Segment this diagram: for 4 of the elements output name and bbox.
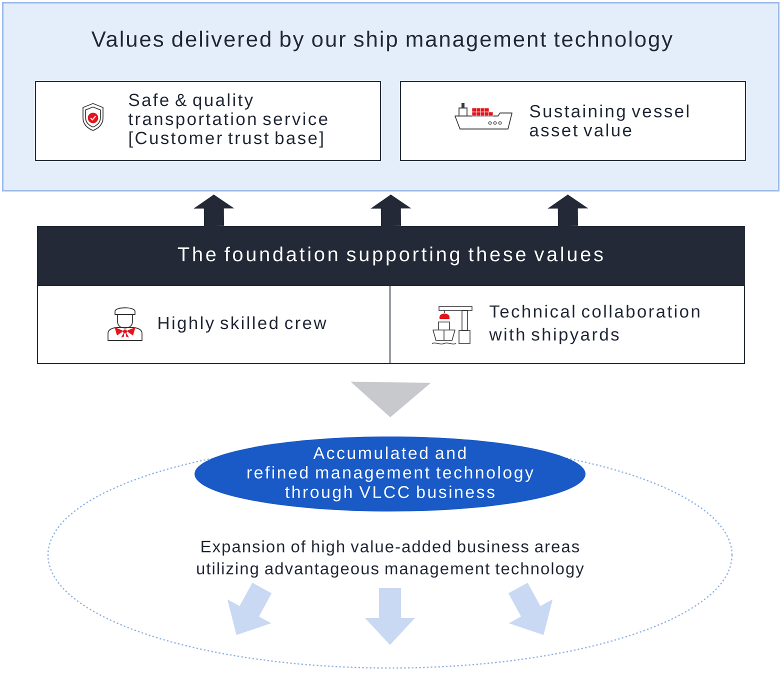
feature-label: Technical collaboration with shipyards xyxy=(489,304,700,344)
feature-label: Highly skilled crew xyxy=(158,316,326,333)
value-box: Sustaining vessel asset value xyxy=(400,81,746,161)
value-box: Safe & quality transportation service [Customer trust base] xyxy=(35,81,381,161)
